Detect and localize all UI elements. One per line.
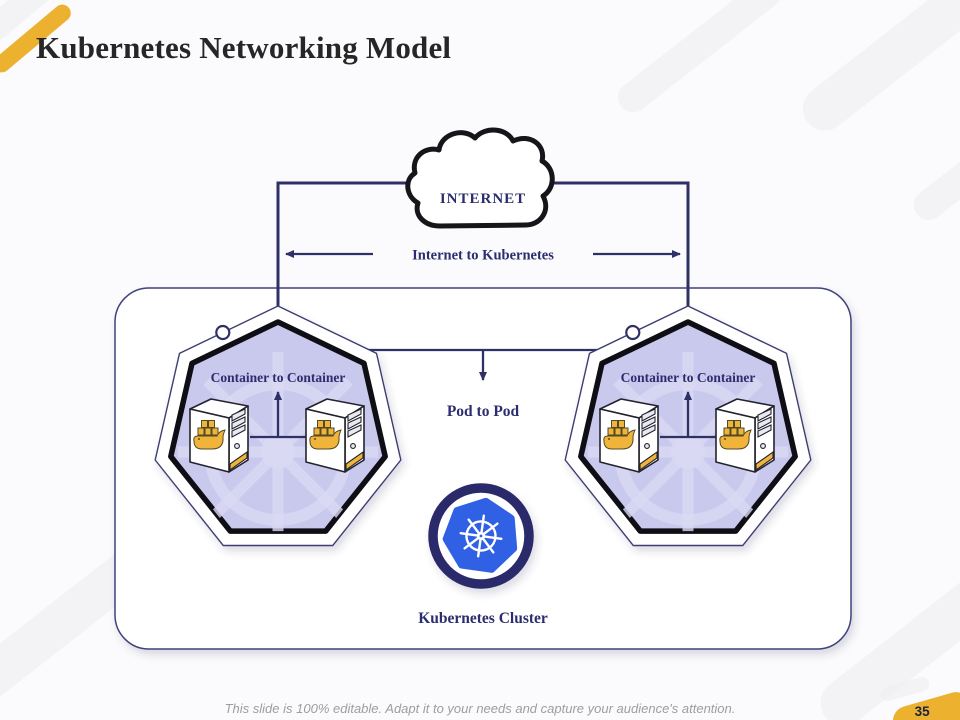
node-ring-icon bbox=[625, 324, 641, 341]
docker-server-icon bbox=[715, 398, 775, 473]
internet-cloud-icon: INTERNET bbox=[405, 127, 555, 229]
docker-server-icon bbox=[599, 398, 659, 473]
page-title: Kubernetes Networking Model bbox=[36, 30, 452, 65]
page-number: 35 bbox=[914, 704, 930, 720]
container-to-container-label-right: Container to Container bbox=[621, 370, 756, 385]
kubernetes-wheel-icon: Kubernetes Cluster bbox=[418, 483, 548, 627]
label-background bbox=[373, 241, 593, 267]
node-ring-icon bbox=[215, 324, 231, 341]
internet-to-kubernetes-label: Internet to Kubernetes bbox=[412, 248, 554, 264]
kubernetes-cluster-label: Kubernetes Cluster bbox=[418, 610, 548, 627]
docker-server-icon bbox=[305, 398, 365, 473]
pod-right: Container to Container bbox=[564, 305, 812, 547]
container-to-container-label-left: Container to Container bbox=[211, 370, 346, 385]
pod-left: Container to Container bbox=[154, 305, 402, 547]
internet-label: INTERNET bbox=[440, 191, 526, 207]
footer-note: This slide is 100% editable. Adapt it to… bbox=[224, 701, 736, 716]
pod-to-pod-label: Pod to Pod bbox=[447, 403, 520, 420]
docker-server-icon bbox=[189, 398, 249, 473]
